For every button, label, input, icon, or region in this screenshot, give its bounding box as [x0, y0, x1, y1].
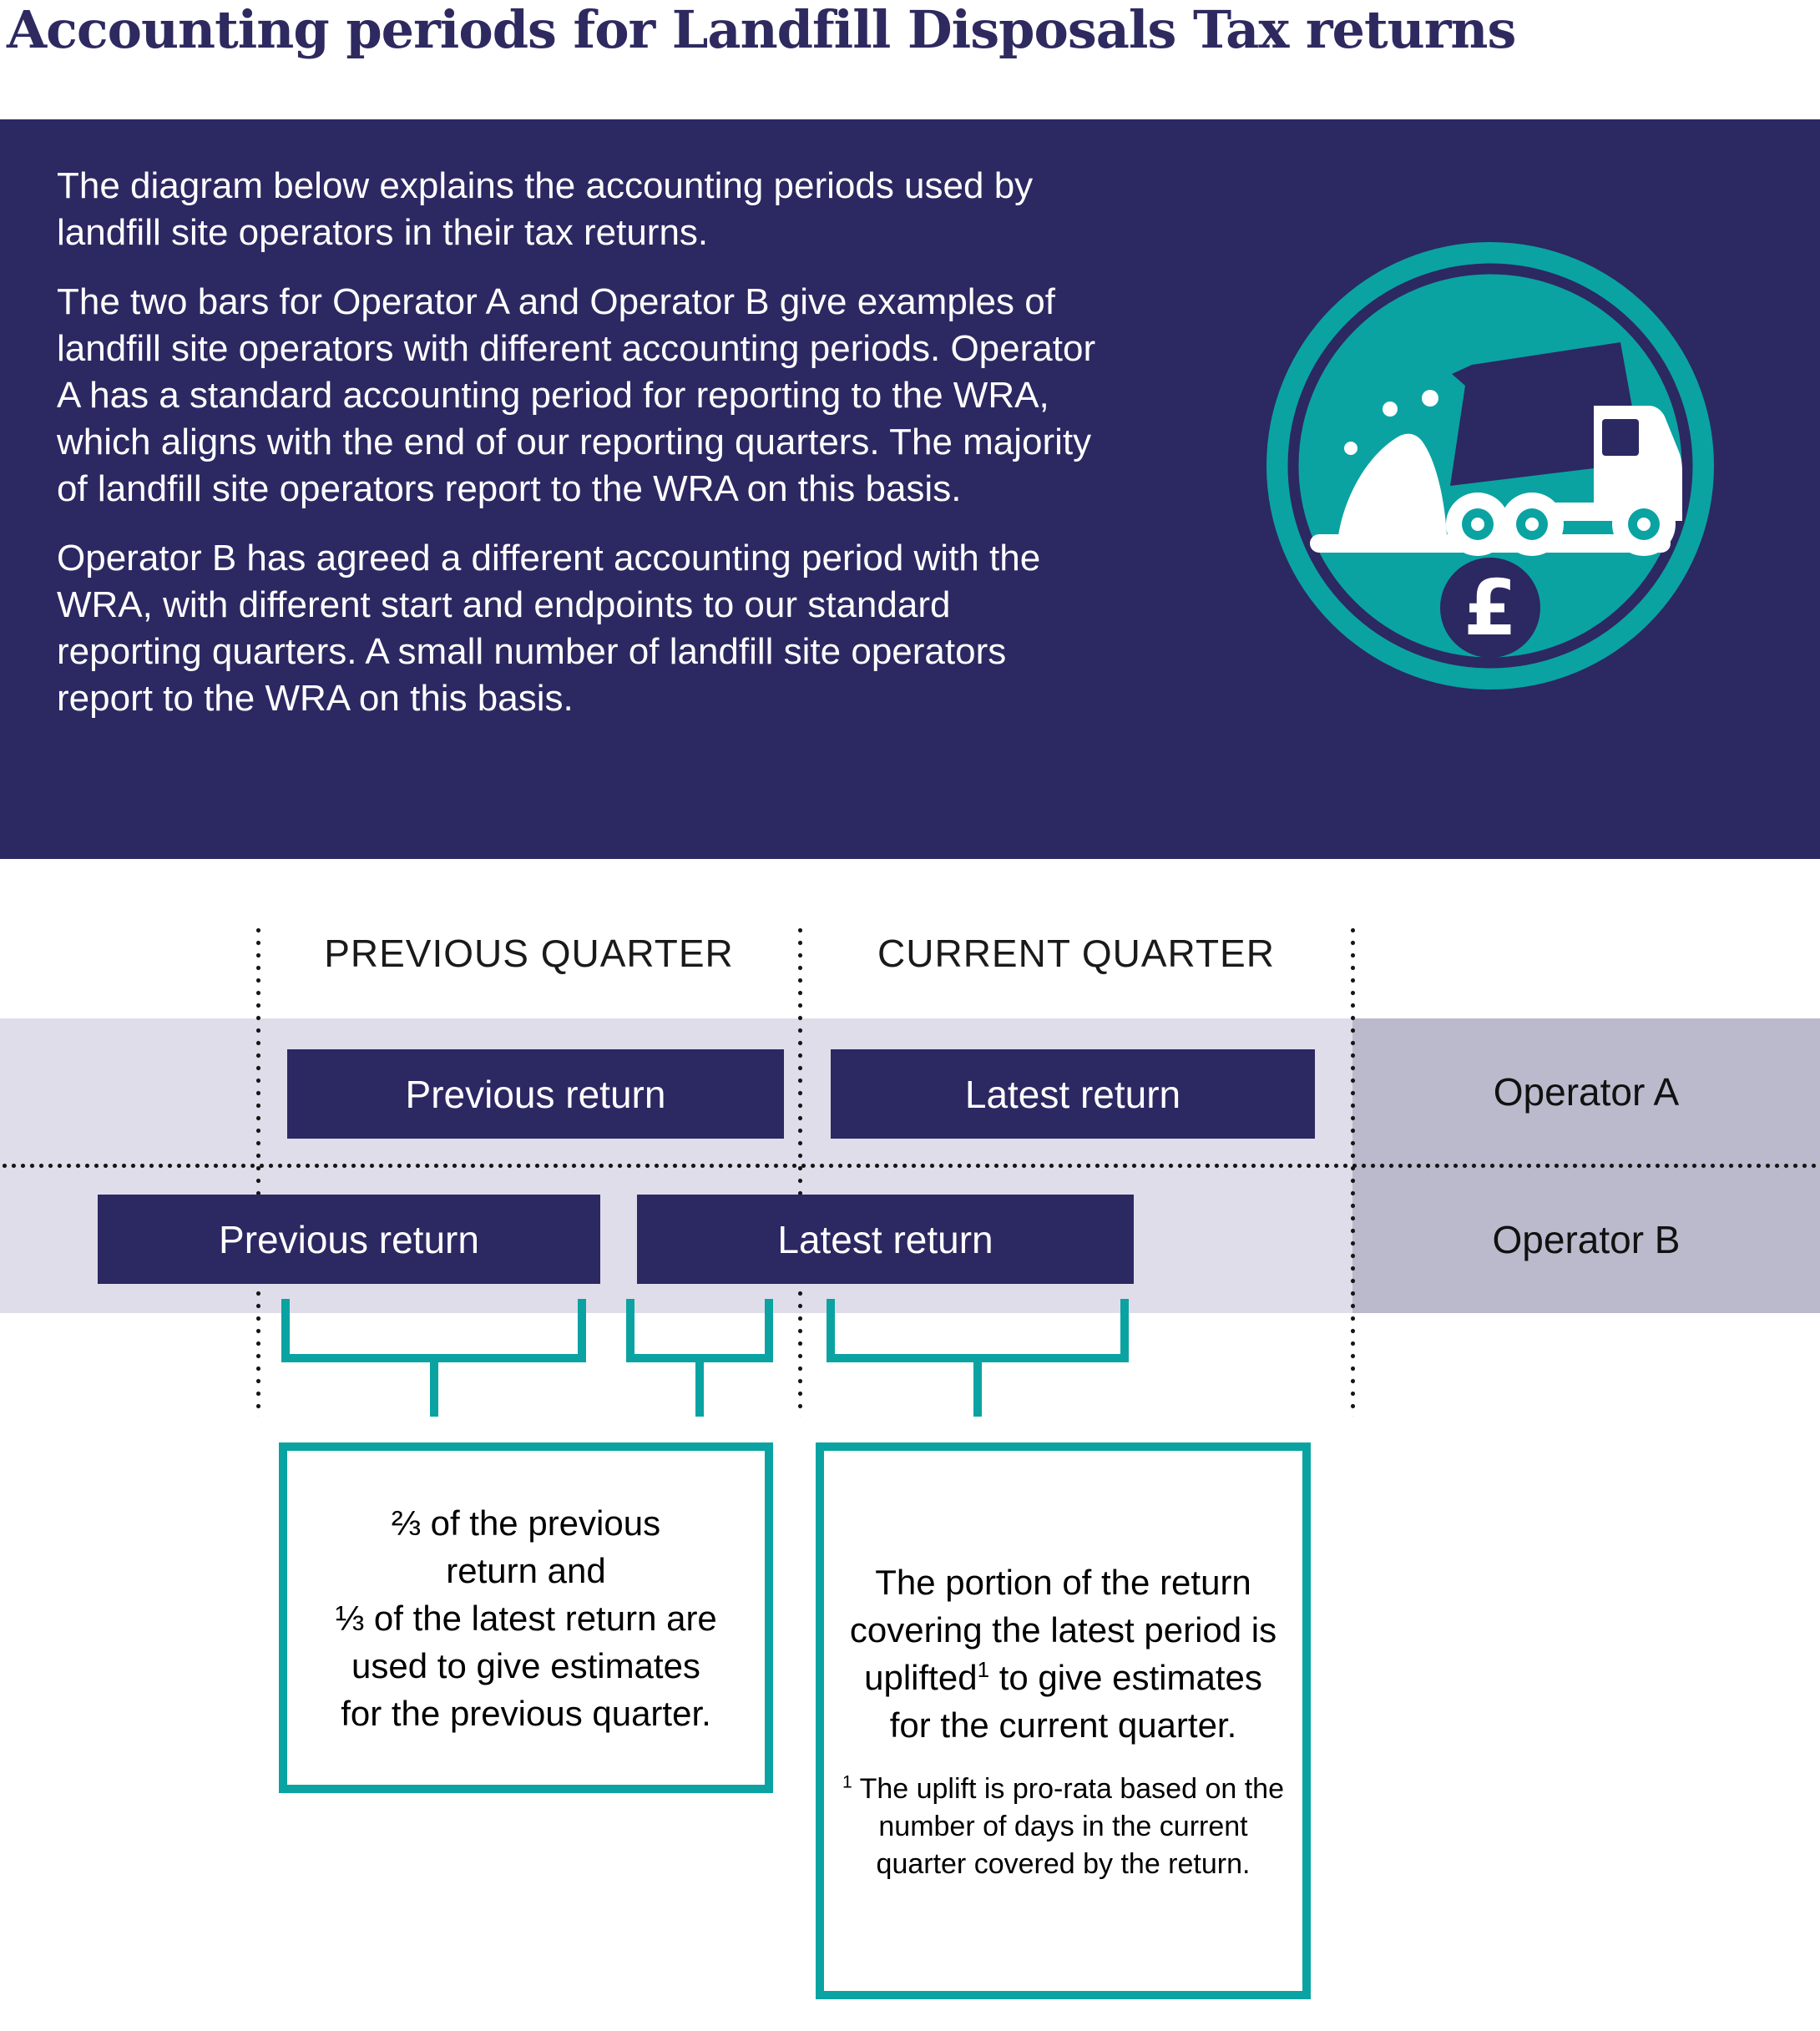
intro-paragraph-1: The diagram below explains the accountin… — [57, 165, 1034, 253]
pound-badge — [1440, 558, 1540, 658]
callout-2-footnote: 1 The uplift is pro-rata based on the nu… — [842, 1772, 1284, 1880]
quarter-boundary-line-start — [256, 924, 260, 1417]
intro-panel: The diagram below explains the accountin… — [0, 119, 1820, 859]
intro-paragraph-3: Operator B has agreed a different accoun… — [57, 538, 1041, 719]
current-quarter-estimate-callout: The portion of the return covering the l… — [816, 1442, 1311, 1999]
footnote-number: 1 — [842, 1772, 852, 1792]
callout-1-line-1: ⅔ of the previous return and — [391, 1503, 661, 1590]
operator-divider-line — [0, 1164, 1820, 1168]
operator-b-latest-return-bar: Latest return — [637, 1195, 1134, 1284]
page-title: Accounting periods for Landfill Disposal… — [7, 0, 1516, 60]
landfill-dump-truck-icon: £ — [1266, 242, 1714, 690]
callout-2-main-text: The portion of the return covering the l… — [849, 1563, 1277, 1745]
truck-wheels — [1446, 493, 1676, 556]
previous-quarter-label: PREVIOUS QUARTER — [324, 932, 734, 975]
operator-b-previous-return-bar: Previous return — [98, 1195, 600, 1284]
landfill-dump-truck-icon-svg: £ — [1266, 242, 1714, 690]
operator-a-label: Operator A — [1493, 1070, 1680, 1114]
intro-paragraph-2: The two bars for Operator A and Operator… — [57, 281, 1096, 509]
bracket-stem-2 — [695, 1362, 704, 1417]
operator-a-latest-return-bar: Latest return — [831, 1049, 1315, 1139]
intro-text: The diagram below explains the accountin… — [57, 163, 1100, 745]
operator-b-label: Operator B — [1492, 1217, 1681, 1261]
bracket-stem-3 — [973, 1362, 982, 1417]
callout-1-line-2: ⅓ of the latest return are used to give … — [335, 1598, 717, 1733]
waste-pile — [1338, 433, 1447, 536]
cab-window — [1602, 419, 1639, 456]
pound-sterling-symbol: £ — [1464, 563, 1517, 653]
bracket-latest-return-current-portion — [827, 1299, 1129, 1362]
bracket-stem-1 — [430, 1362, 438, 1417]
current-quarter-label: CURRENT QUARTER — [877, 932, 1275, 975]
operator-a-previous-return-bar: Previous return — [287, 1049, 784, 1139]
uplift-footnote-marker: 1 — [977, 1657, 990, 1682]
bracket-latest-return-previous-portion — [626, 1299, 773, 1362]
quarter-boundary-line-end — [1351, 924, 1355, 1417]
bracket-previous-return-portion — [281, 1299, 586, 1362]
quarter-boundary-line-middle — [798, 924, 802, 1417]
previous-quarter-estimate-callout: ⅔ of the previous return and ⅓ of the la… — [279, 1442, 773, 1793]
